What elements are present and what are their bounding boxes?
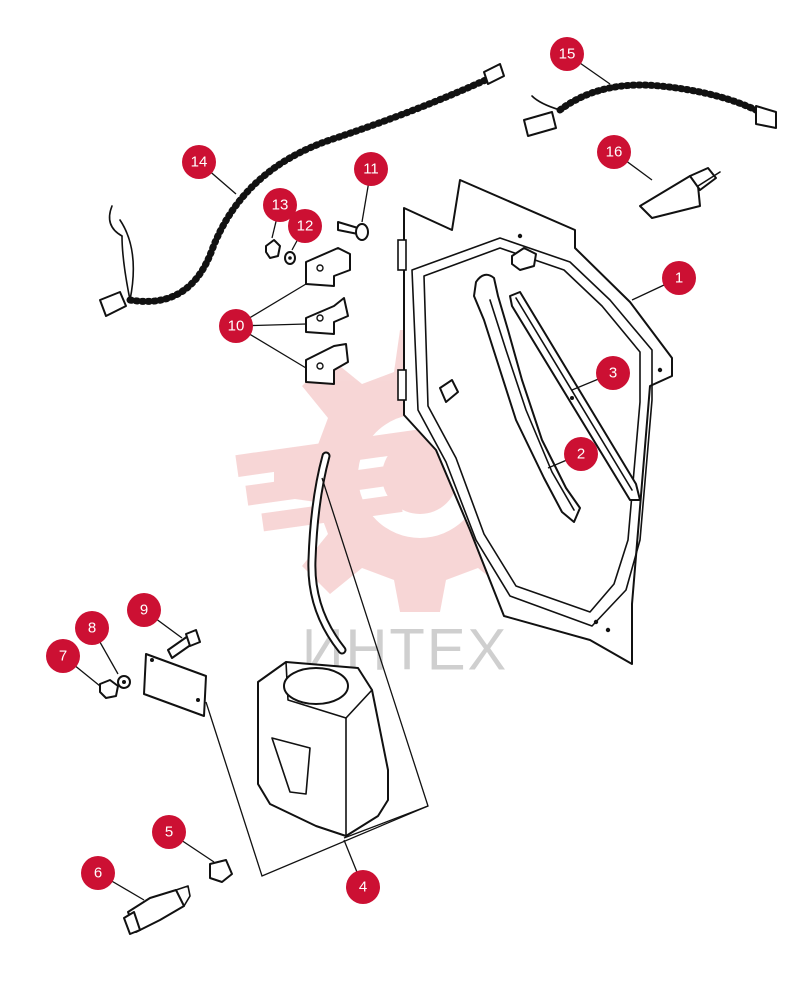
callout-7-label: 7: [59, 648, 67, 665]
callout-12-label: 12: [297, 218, 314, 235]
callout-2-label: 2: [577, 446, 585, 463]
callout-12-badge: [288, 209, 322, 243]
callout-5-badge: [152, 815, 186, 849]
part-1-door-panel: [397, 179, 673, 665]
callout-6-label: 6: [94, 865, 102, 882]
part-13-nut: [265, 239, 281, 259]
part-5-grommet: [209, 859, 233, 883]
callout-4-label: 4: [359, 879, 367, 896]
callout-2: 2: [564, 437, 598, 471]
callout-8: 8: [75, 611, 109, 645]
callout-13-badge: [263, 188, 297, 222]
callout-11: 11: [354, 152, 388, 186]
callout-9: 9: [127, 593, 161, 627]
callout-7: 7: [46, 639, 80, 673]
callout-8-badge: [75, 611, 109, 645]
callout-8-label: 8: [88, 620, 96, 637]
part-9-bolt: [167, 629, 201, 659]
callout-11-badge: [354, 152, 388, 186]
part-6-washer-pump: [123, 885, 191, 935]
callout-3-label: 3: [609, 365, 617, 382]
callout-16: 16: [597, 135, 631, 169]
callout-9-badge: [127, 593, 161, 627]
part-3-wiper-blade: [509, 291, 641, 501]
callout-4-badge: [346, 870, 380, 904]
callout-6: 6: [81, 856, 115, 890]
callout-14: 14: [182, 145, 216, 179]
callout-15-badge: [550, 37, 584, 71]
callout-9-label: 9: [140, 602, 148, 619]
callout-13: 13: [263, 188, 297, 222]
callout-5-label: 5: [165, 824, 173, 841]
callout-1-badge: [662, 261, 696, 295]
part-12-washer: [284, 251, 296, 265]
part-16-washer-nozzle: [639, 167, 721, 219]
callout-16-label: 16: [606, 144, 623, 161]
callout-12: 12: [288, 209, 322, 243]
callout-3: 3: [596, 356, 630, 390]
callout-6-badge: [81, 856, 115, 890]
part-10-clips: [305, 247, 351, 385]
callout-1-label: 1: [675, 270, 683, 287]
callout-1: 1: [662, 261, 696, 295]
callout-10-badge: [219, 309, 253, 343]
part-2-wiper-arm: [473, 273, 581, 523]
callout-16-badge: [597, 135, 631, 169]
callout-3-badge: [596, 356, 630, 390]
callout-13-label: 13: [272, 197, 289, 214]
part-8-washer: [117, 675, 131, 689]
callout-7-badge: [46, 639, 80, 673]
callout-14-badge: [182, 145, 216, 179]
callout-15: 15: [550, 37, 584, 71]
callout-4: 4: [346, 870, 380, 904]
callout-15-label: 15: [559, 46, 576, 63]
callout-11-label: 11: [363, 161, 379, 178]
part-14-wiring-harness: [99, 63, 505, 317]
part-7-nut: [99, 679, 119, 699]
callout-5: 5: [152, 815, 186, 849]
callout-10: 10: [219, 309, 253, 343]
mounting-bracket: [143, 653, 207, 717]
part-11-screw: [337, 221, 369, 241]
callout-10-label: 10: [228, 318, 245, 335]
callout-14-label: 14: [191, 154, 208, 171]
part-4-washer-reservoir: [205, 451, 429, 877]
part-15-wiring-harness: [523, 81, 777, 137]
callout-2-badge: [564, 437, 598, 471]
